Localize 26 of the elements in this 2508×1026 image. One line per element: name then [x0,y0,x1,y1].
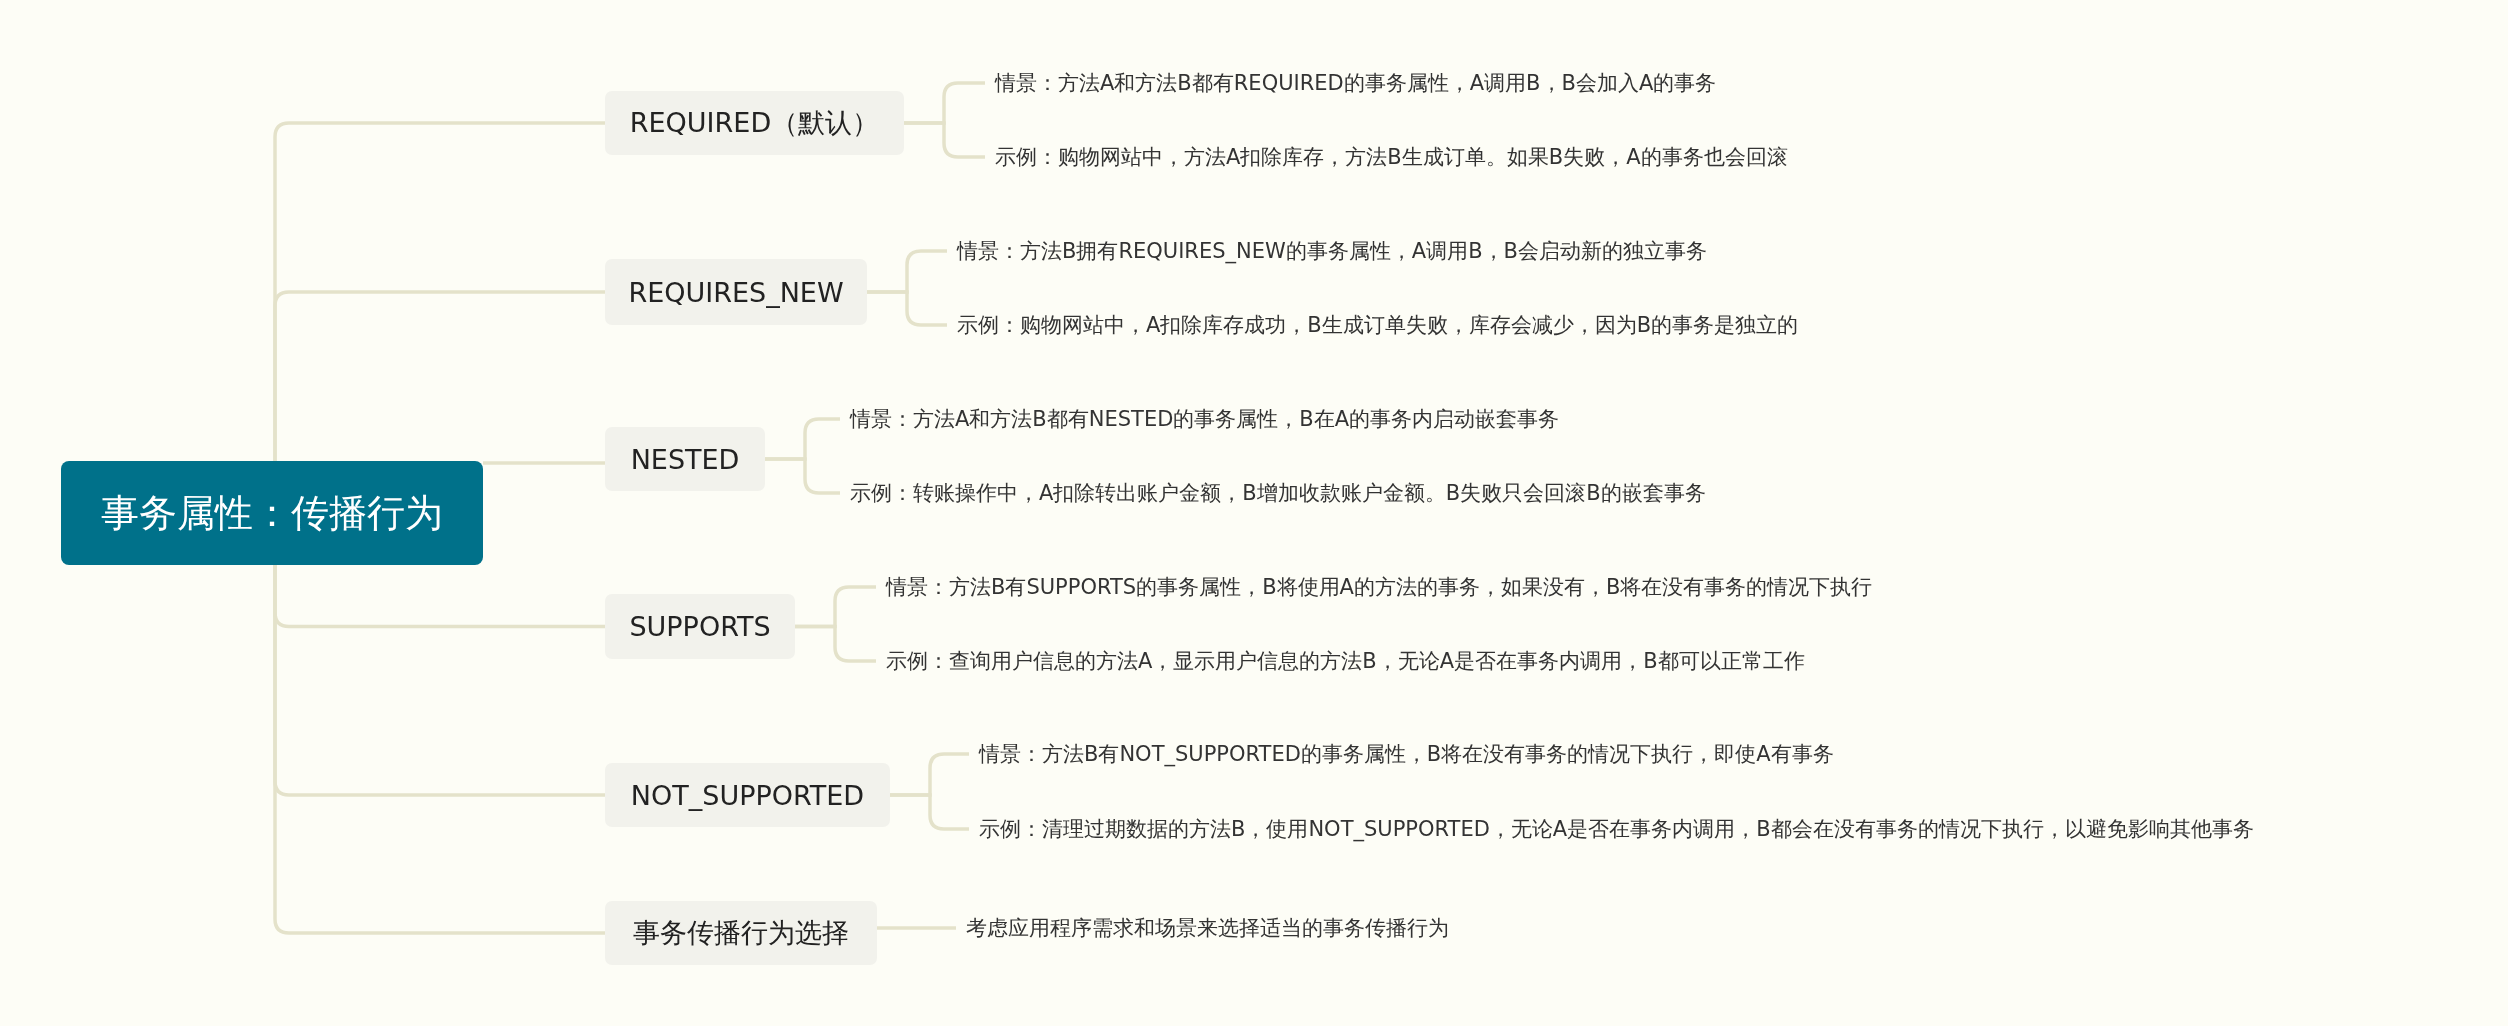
topic-box: SUPPORTS [605,594,795,659]
branch-text: 示例：购物网站中，方法A扣除库存，方法B生成订单。如果B失败，A的事务也会回滚 [985,140,1788,174]
branch-text: 考虑应用程序需求和场景来选择适当的事务传播行为 [956,911,1449,945]
branch-line [877,926,956,930]
branch-text: 示例：转账操作中，A扣除转出账户金额，B增加收款账户金额。B失败只会回滚B的嵌套事务 [840,476,1706,510]
branch-text: 情景：方法B拥有REQUIRES_NEW的事务属性，A调用B，B会启动新的独立事务 [947,234,1707,268]
branch-line [765,457,840,495]
branch-text: 示例：清理过期数据的方法B，使用NOT_SUPPORTED，无论A是否在事务内调用，B都会在没有事务的情况下执行，以避免影响其他事务 [969,812,2254,846]
branch-line [483,461,605,465]
topic-box: 事务传播行为选择 [605,901,877,965]
branch-text: 示例：购物网站中，A扣除库存成功，B生成订单失败，库存会减少，因为B的事务是独立的 [947,308,1799,342]
branch-line [904,121,985,159]
topic-box: NESTED [605,427,765,491]
branch-text: 示例：查询用户信息的方法A，显示用户信息的方法B，无论A是否在事务内调用，B都可以正常工作 [876,644,1805,678]
branch-line [867,290,947,327]
topic-box: REQUIRES_NEW [605,259,867,325]
branch-text: 情景：方法A和方法B都有REQUIRED的事务属性，A调用B，B会加入A的事务 [985,66,1717,100]
branch-text: 情景：方法A和方法B都有NESTED的事务属性，B在A的事务内启动嵌套事务 [840,402,1560,436]
topic-box: NOT_SUPPORTED [605,763,890,827]
central-topic-box: 事务属性：传播行为 [61,461,483,565]
branch-text: 情景：方法B有NOT_SUPPORTED的事务属性，B将在没有事务的情况下执行，即使A有事务 [969,737,1834,771]
branch-line [795,624,876,663]
branch-text: 情景：方法B有SUPPORTS的事务属性，B将使用A的方法的事务，如果没有，B将在没有事务的情况下执行 [876,570,1873,604]
branch-line [273,290,605,461]
branch-line [890,793,969,831]
topic-box: REQUIRED（默认） [605,91,904,155]
